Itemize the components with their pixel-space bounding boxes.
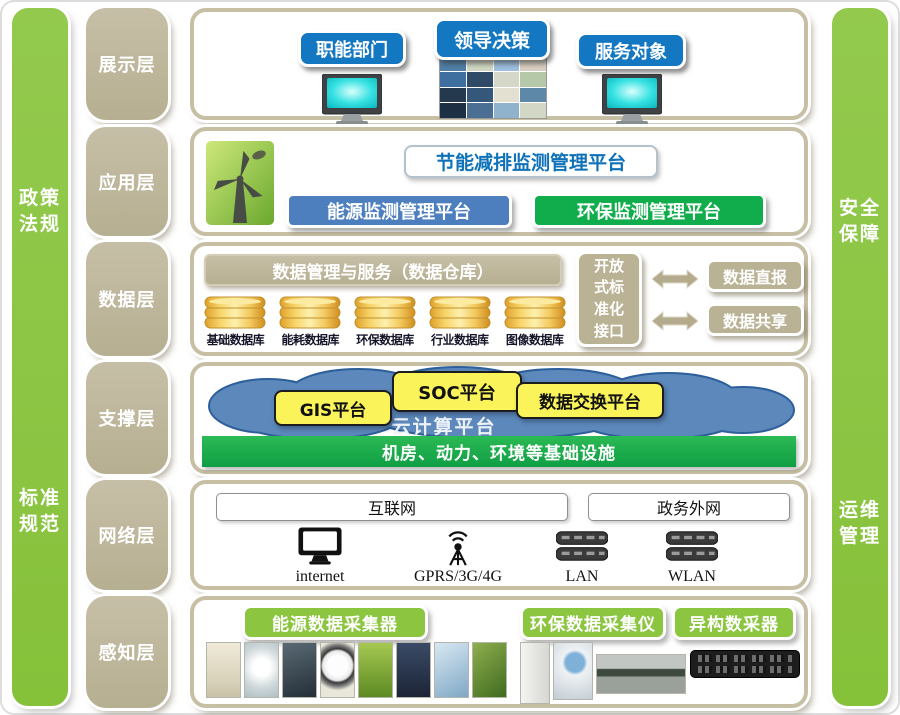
device-photo xyxy=(472,642,507,698)
layer-tab-presentation: 展示层 xyxy=(86,8,168,120)
device-photo xyxy=(434,642,469,698)
database-cylinder-icon xyxy=(204,296,266,329)
gprs-node: GPRS/3G/4G xyxy=(412,526,504,586)
layer-tab-data: 数据层 xyxy=(86,242,168,356)
presentation-layer-row: 职能部门 领导决策 服务对象 xyxy=(190,8,808,126)
data-direct-report-button: 数据直报 xyxy=(706,259,804,292)
database-item: 基础数据库 xyxy=(198,296,273,348)
video-wall xyxy=(439,55,547,119)
functional-departments-button: 职能部门 xyxy=(298,30,406,67)
data-warehouse-header: 数据管理与服务（数据仓库） xyxy=(204,254,562,286)
device-photo xyxy=(206,642,241,698)
policy-regulation-label: 政策法规 xyxy=(18,187,61,235)
internet-zone-header: 互联网 xyxy=(216,493,568,521)
database-item: 能耗数据库 xyxy=(273,296,348,348)
infrastructure-bar: 机房、动力、环境等基础设施 xyxy=(202,436,796,467)
device-photo xyxy=(596,654,686,694)
support-layer-row: 云计算平台 GIS平台 SOC平台 数据交换平台 机房、动力、环境等基础设施 xyxy=(190,362,808,474)
device-photo xyxy=(282,642,317,698)
wlan-node: WLAN xyxy=(646,526,738,586)
database-cylinder-icon xyxy=(354,296,416,329)
database-cylinder-icon xyxy=(429,296,491,329)
server-icon xyxy=(556,531,608,561)
monitor-icon xyxy=(298,527,342,565)
ops-management-label: 运维管理 xyxy=(838,499,881,547)
right-assurance-bar: 安全保障 运维管理 xyxy=(832,8,888,706)
service-objects-button: 服务对象 xyxy=(576,32,686,69)
double-arrow-icon xyxy=(652,311,698,331)
open-standard-interface-box: 开放式标准化接口 xyxy=(576,251,642,347)
database-item: 环保数据库 xyxy=(348,296,423,348)
soc-platform-box: SOC平台 xyxy=(392,371,522,412)
database-cylinder-icon xyxy=(504,296,566,329)
database-cylinder-icon xyxy=(279,296,341,329)
device-photo xyxy=(320,642,355,698)
database-group: 基础数据库 能耗数据库 环保数据库 行业数据库 图像数据库 xyxy=(198,296,572,348)
hetero-collector-button: 异构数采器 xyxy=(672,605,796,640)
database-item: 行业数据库 xyxy=(422,296,497,348)
gov-extranet-zone-header: 政务外网 xyxy=(588,493,790,521)
left-policy-bar: 政策法规 标准规范 xyxy=(12,8,68,706)
monitor-icon xyxy=(602,74,662,126)
application-layer-row: 节能减排监测管理平台 能源监测管理平台 环保监测管理平台 xyxy=(190,127,808,236)
standards-label: 标准规范 xyxy=(18,487,61,535)
layer-tab-perception: 感知层 xyxy=(86,596,168,708)
layer-tab-support: 支撑层 xyxy=(86,362,168,474)
energy-device-photos xyxy=(206,642,507,698)
device-photo xyxy=(358,642,393,698)
cloud-platform-label: 云计算平台 xyxy=(391,416,497,438)
antenna-icon xyxy=(448,531,468,566)
server-icon xyxy=(666,531,718,561)
patch-panel-device xyxy=(690,650,800,678)
device-photo xyxy=(553,642,593,700)
env-device-photos xyxy=(520,642,686,704)
database-item: 图像数据库 xyxy=(497,296,572,348)
device-photo xyxy=(244,642,279,698)
security-assurance-label: 安全保障 xyxy=(838,197,881,245)
device-photo xyxy=(520,642,550,704)
windmill-icon xyxy=(206,141,274,225)
energy-monitoring-platform: 能源监测管理平台 xyxy=(286,193,512,228)
layer-tab-application: 应用层 xyxy=(86,127,168,236)
network-layer-row: 互联网 政务外网 internet GPRS/3G/4G LAN xyxy=(190,480,808,590)
leadership-decision-button: 领导决策 xyxy=(434,18,550,60)
gis-platform-box: GIS平台 xyxy=(274,390,392,426)
env-monitoring-platform: 环保监测管理平台 xyxy=(532,193,766,228)
internet-node: internet xyxy=(274,526,366,586)
monitor-icon xyxy=(322,74,382,126)
env-collector-button: 环保数据采集仪 xyxy=(520,605,666,640)
data-sharing-button: 数据共享 xyxy=(706,303,804,336)
device-photo xyxy=(396,642,431,698)
perception-layer-row: 能源数据采集器 环保数据采集仪 异构数采器 xyxy=(190,596,808,708)
platform-title: 节能减排监测管理平台 xyxy=(404,145,658,178)
lan-node: LAN xyxy=(536,526,628,586)
layer-tab-network: 网络层 xyxy=(86,480,168,590)
data-exchange-platform-box: 数据交换平台 xyxy=(516,382,664,419)
data-layer-row: 数据管理与服务（数据仓库） 基础数据库 能耗数据库 环保数据库 行业数据库 图像… xyxy=(190,242,808,356)
energy-collector-button: 能源数据采集器 xyxy=(242,605,428,640)
double-arrow-icon xyxy=(652,269,698,289)
